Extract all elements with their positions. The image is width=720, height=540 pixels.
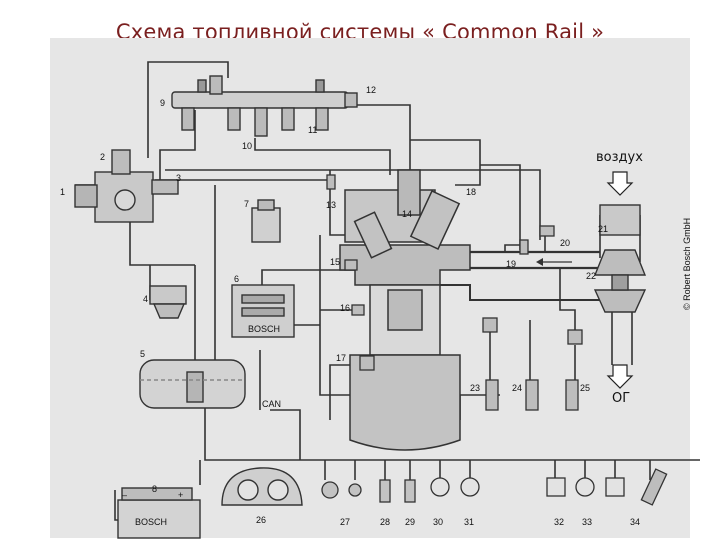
- callout-20: 20: [560, 238, 570, 248]
- callout-labels: 1 2 3 4 5 6 7 8 9 10 11 12 13 14 15 16 1…: [60, 85, 640, 527]
- callout-24: 24: [512, 383, 522, 393]
- air-inlet-arrow: [606, 171, 634, 196]
- callout-4: 4: [143, 294, 148, 304]
- callout-6: 6: [234, 274, 239, 284]
- bottom-sensors: [321, 468, 668, 506]
- can-label: CAN: [262, 399, 281, 409]
- callout-16: 16: [340, 303, 350, 313]
- exhaust-label: ОГ: [612, 391, 630, 406]
- callout-28: 28: [380, 517, 390, 527]
- glow-control-unit: [251, 199, 281, 243]
- callout-29: 29: [405, 517, 415, 527]
- battery-plus-label: +: [178, 490, 183, 500]
- callout-25: 25: [580, 383, 590, 393]
- high-pressure-pump: [74, 149, 179, 223]
- battery-minus-label: –: [122, 490, 127, 500]
- callout-11: 11: [308, 125, 317, 135]
- callout-14: 14: [402, 209, 412, 219]
- callout-30: 30: [433, 517, 443, 527]
- callout-17: 17: [336, 353, 346, 363]
- callout-7: 7: [244, 199, 249, 209]
- callout-19: 19: [506, 259, 516, 269]
- callout-22: 22: [586, 271, 596, 281]
- callout-31: 31: [464, 517, 474, 527]
- callout-2: 2: [100, 152, 105, 162]
- battery: – + BOSCH: [117, 487, 201, 539]
- callout-18: 18: [466, 187, 476, 197]
- callout-10: 10: [242, 141, 252, 151]
- callout-23: 23: [470, 383, 480, 393]
- exhaust-outlet-arrow: [606, 364, 634, 389]
- callout-32: 32: [554, 517, 564, 527]
- callout-3: 3: [176, 173, 181, 183]
- battery-brand: BOSCH: [135, 517, 167, 527]
- callout-15: 15: [330, 257, 340, 267]
- ecu-brand: BOSCH: [248, 324, 280, 334]
- callout-5: 5: [140, 349, 145, 359]
- callout-27: 27: [340, 517, 350, 527]
- engine-block: [339, 169, 471, 451]
- common-rail: [171, 75, 358, 137]
- air-flow-arrow: [536, 258, 572, 266]
- callout-33: 33: [582, 517, 592, 527]
- callout-1: 1: [60, 187, 65, 197]
- fuel-tank: [139, 359, 246, 409]
- callout-34: 34: [630, 517, 640, 527]
- callout-13: 13: [326, 200, 336, 210]
- callout-21: 21: [598, 224, 608, 234]
- air-mass-meter-and-turbocharger: [593, 204, 647, 313]
- copyright-side-text: © Robert Bosch GmbH: [682, 218, 692, 310]
- connection-lines: [75, 61, 700, 521]
- callout-26: 26: [256, 515, 266, 525]
- engine-control-unit: BOSCH: [231, 284, 295, 338]
- callout-8: 8: [152, 484, 157, 494]
- callout-12: 12: [366, 85, 376, 95]
- fuel-filter: [149, 285, 187, 319]
- instrument-cluster: [221, 467, 303, 506]
- callout-9: 9: [160, 98, 165, 108]
- sensors-and-actuators: [326, 174, 583, 411]
- air-label: воздух: [596, 150, 643, 165]
